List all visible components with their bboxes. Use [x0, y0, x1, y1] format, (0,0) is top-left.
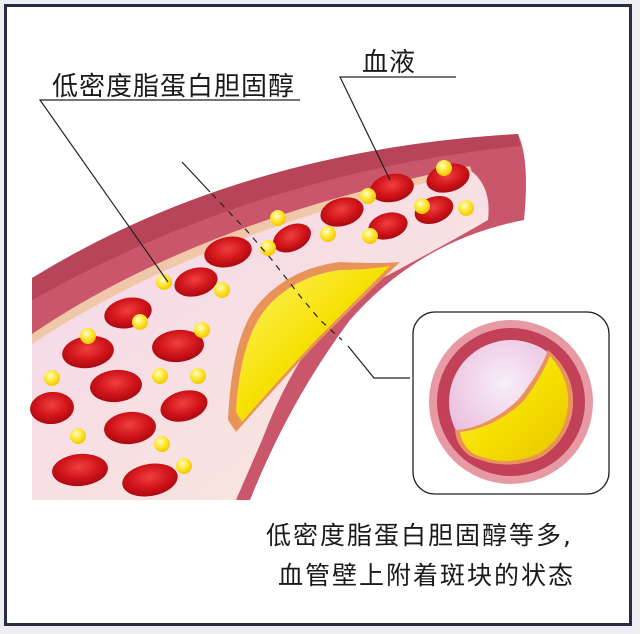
caption-line-2: 血管壁上附着斑块的状态	[278, 561, 576, 590]
caption-line-1: 低密度脂蛋白胆固醇等多,	[266, 521, 573, 550]
label-blood: 血液	[362, 48, 417, 78]
cross-section-inset	[412, 311, 610, 495]
ldl-particles	[44, 160, 474, 474]
red-blood-cells	[30, 163, 470, 497]
plaque	[228, 262, 400, 432]
leader-lines	[38, 76, 456, 379]
label-ldl-cholesterol: 低密度脂蛋白胆固醇	[52, 72, 296, 102]
